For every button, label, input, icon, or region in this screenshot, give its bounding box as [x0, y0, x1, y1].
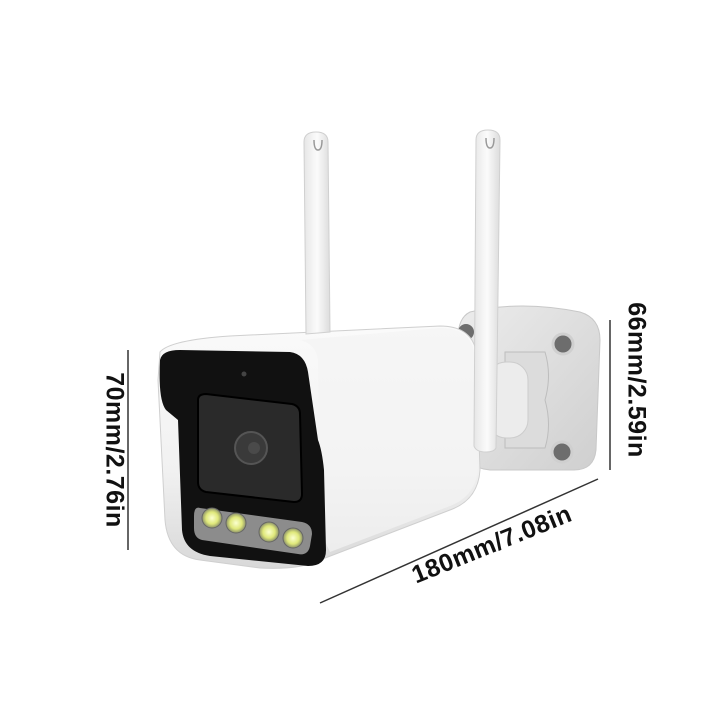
ir-led-icon [201, 507, 223, 529]
led-strip [194, 507, 312, 555]
ir-led-icon [282, 527, 304, 549]
ir-led-icon [225, 512, 247, 534]
antenna-left [303, 131, 331, 335]
mount-height-label: 66mm/2.59in [622, 302, 651, 458]
length-dimension-line [319, 478, 599, 604]
microphone-hole [241, 371, 247, 377]
antenna-right [473, 129, 501, 453]
antennas [303, 129, 501, 453]
height-label: 70mm/2.76in [100, 372, 129, 528]
ir-led-icon [258, 521, 280, 543]
camera-body [157, 325, 481, 569]
